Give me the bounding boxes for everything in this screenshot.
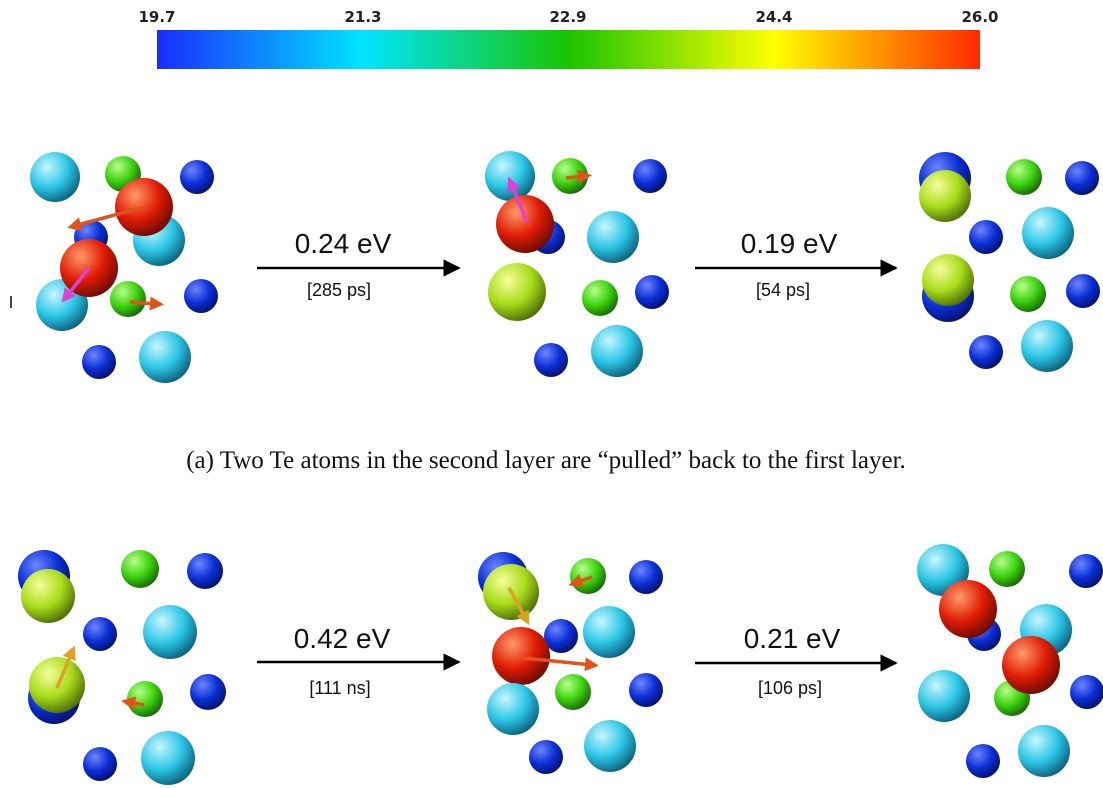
atom <box>492 627 550 685</box>
atom <box>1070 675 1103 709</box>
barrier-energy: 0.19 eV <box>741 228 838 259</box>
atom <box>485 151 535 201</box>
atom <box>1010 276 1046 312</box>
colorbar-tick: 24.4 <box>755 8 792 26</box>
panel-b-final <box>917 544 1103 778</box>
atom <box>633 159 667 193</box>
panel-a-intermediate <box>485 151 669 377</box>
atom <box>919 170 971 222</box>
atom <box>1022 207 1074 259</box>
atom <box>544 619 578 653</box>
atom <box>922 254 974 306</box>
atom <box>1018 725 1070 777</box>
atom <box>141 731 195 785</box>
colorbar-tick: 19.7 <box>138 8 175 26</box>
atom <box>1065 161 1099 195</box>
transition-time: [111 ns] <box>309 678 370 698</box>
atom <box>180 160 214 194</box>
atom <box>966 744 1000 778</box>
atom <box>969 220 1003 254</box>
atom <box>190 674 226 710</box>
atom <box>184 279 218 313</box>
row-b: 0.42 eV [111 ns] 0.21 eV [106 p <box>18 544 1103 785</box>
displacement-arrow <box>55 645 76 689</box>
atom <box>918 670 970 722</box>
atom <box>30 152 80 202</box>
transition-a1: 0.24 eV [285 ps] <box>257 228 461 300</box>
displacement-arrow <box>121 696 145 711</box>
transition-b1: 0.42 eV [111 ns] <box>257 623 461 698</box>
edge-mark <box>10 296 12 308</box>
barrier-energy: 0.21 eV <box>744 623 841 654</box>
barrier-energy: 0.24 eV <box>295 228 392 259</box>
caption-a: (a) Two Te atoms in the second layer are… <box>186 447 906 474</box>
barrier-energy: 0.42 eV <box>294 623 391 654</box>
atom <box>1021 320 1073 372</box>
atom <box>1066 274 1100 308</box>
transition-time: [106 ps] <box>758 678 822 698</box>
atom <box>82 345 116 379</box>
transition-b2: 0.21 eV [106 ps] <box>695 623 898 698</box>
atom <box>529 740 563 774</box>
atom <box>534 343 568 377</box>
displacement-arrow <box>61 266 91 303</box>
atom <box>487 683 539 735</box>
colorbar-tick: 22.9 <box>549 8 586 26</box>
transition-time: [285 ps] <box>307 280 371 300</box>
displacement-arrow <box>565 169 592 184</box>
panel-a-final <box>919 152 1100 372</box>
displacement-arrow <box>523 656 599 672</box>
atom <box>570 558 606 594</box>
atom <box>1006 159 1042 195</box>
displacement-arrow <box>507 176 529 223</box>
atom <box>583 606 635 658</box>
colorbar-tick: 21.3 <box>344 8 381 26</box>
displacement-arrow <box>129 296 164 311</box>
colorbar: 19.7 21.3 22.9 24.4 26.0 <box>138 8 999 69</box>
panel-b-intermediate <box>478 552 663 774</box>
atom <box>584 720 636 772</box>
atom <box>1002 636 1060 694</box>
colorbar-gradient <box>157 30 980 69</box>
atom <box>629 673 663 707</box>
displacement-arrow <box>67 205 145 231</box>
panel-b-initial <box>18 550 226 785</box>
transition-a2: 0.19 eV [54 ps] <box>695 228 898 300</box>
atom <box>143 605 197 659</box>
transition-time: [54 ps] <box>756 280 810 300</box>
atom <box>83 747 117 781</box>
atom <box>488 263 546 321</box>
panel-a-initial <box>10 152 218 383</box>
displacement-arrow <box>507 587 530 626</box>
atom <box>591 325 643 377</box>
atom <box>582 280 618 316</box>
displacement-arrow <box>568 574 593 588</box>
atom <box>1069 554 1103 588</box>
atom <box>121 550 159 588</box>
atom <box>127 681 163 717</box>
atom <box>139 331 191 383</box>
colorbar-tick: 26.0 <box>961 8 998 26</box>
atom <box>939 580 997 638</box>
atom <box>587 211 639 263</box>
atom <box>187 553 223 589</box>
atom <box>989 551 1025 587</box>
atom <box>83 617 117 651</box>
atom <box>969 335 1003 369</box>
atom <box>21 569 75 623</box>
row-a: 0.24 eV [285 ps] 0.19 eV [54 ps] <box>10 151 1100 474</box>
atom <box>110 281 146 317</box>
atom <box>629 560 663 594</box>
atom <box>555 674 591 710</box>
atom <box>496 195 554 253</box>
atom <box>635 275 669 309</box>
